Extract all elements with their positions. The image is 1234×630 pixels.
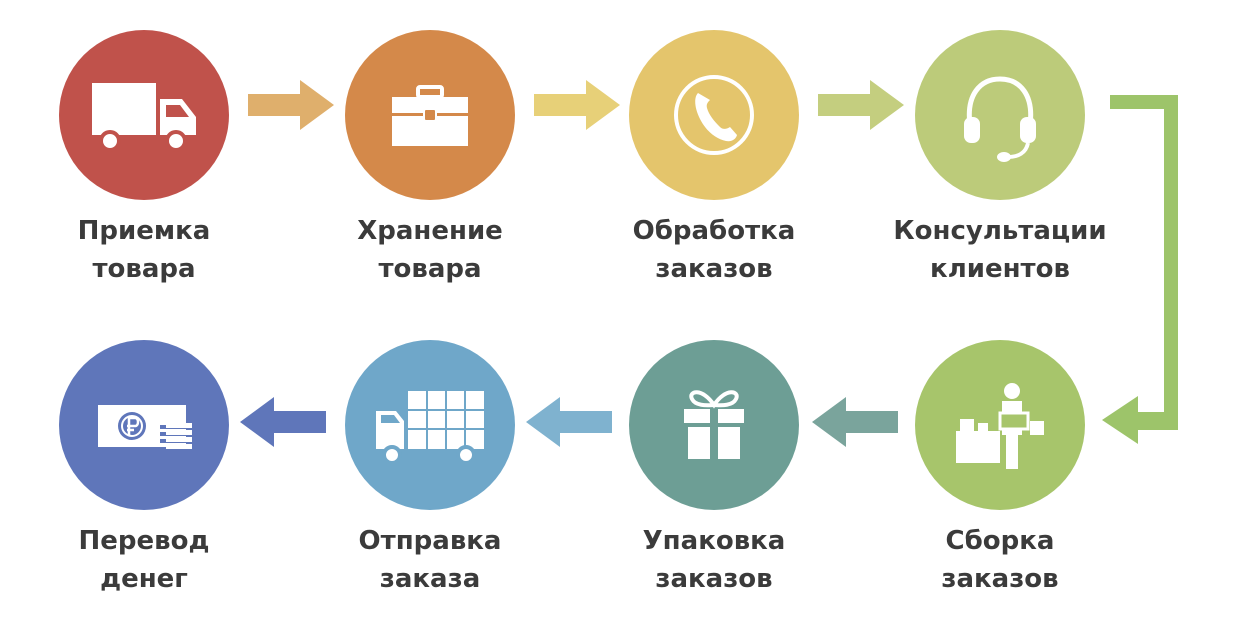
headset-icon [964,76,1036,162]
toolbox-icon [392,85,468,146]
step-upakovka-label: Упаковка заказов [594,522,834,598]
step-obrabotka-label: Обработка заказов [594,212,834,288]
step-hranenie-line2: товара [378,254,482,284]
connector-arrow-shape [1102,95,1178,444]
step-priemka-circle [59,30,229,200]
connector-arrow [1102,95,1178,444]
arrow-2-shape [534,80,620,130]
step-obrabotka: Обработка заказов [594,30,834,320]
step-konsultacii-label: Консультации клиентов [880,212,1120,288]
arrow-7 [240,397,326,447]
step-hranenie-line1: Хранение [357,216,503,246]
step-otpravka: Отправка заказа [310,340,550,630]
arrow-5-shape [812,397,898,447]
step-obrabotka-circle [629,30,799,200]
money-icon [98,405,192,449]
step-perevod-line1: Перевод [78,526,210,556]
step-priemka-line1: Приемка [77,216,211,246]
step-perevod: Перевод денег [24,340,264,630]
step-sborka: Сборка заказов [880,340,1120,630]
arrow-1 [248,80,334,130]
step-perevod-label: Перевод денег [24,522,264,598]
step-konsultacii-line2: клиентов [930,254,1070,284]
step-priemka-label: Приемка товара [24,212,264,288]
step-perevod-circle [59,340,229,510]
step-konsultacii: Консультации клиентов [880,30,1120,320]
step-sborka-line1: Сборка [945,526,1055,556]
arrow-5 [812,397,898,447]
step-sborka-label: Сборка заказов [880,522,1120,598]
loaded-truck-icon [376,391,484,465]
step-sborka-line2: заказов [941,564,1059,594]
arrow-1-shape [248,80,334,130]
step-otpravka-line1: Отправка [358,526,502,556]
step-konsultacii-circle [915,30,1085,200]
step-priemka: Приемка товара [24,30,264,320]
step-sborka-circle [915,340,1085,510]
step-upakovka-line1: Упаковка [642,526,786,556]
step-konsultacii-line1: Консультации [893,216,1107,246]
step-perevod-line2: денег [100,564,188,594]
step-hranenie-circle [345,30,515,200]
arrow-7-shape [240,397,326,447]
step-otpravka-line2: заказа [379,564,481,594]
arrow-3-shape [818,80,904,130]
step-otpravka-circle [345,340,515,510]
packer-icon [956,383,1044,469]
arrow-6 [526,397,612,447]
truck-icon [92,83,196,152]
step-hranenie-label: Хранение товара [310,212,550,288]
step-obrabotka-line2: заказов [655,254,773,284]
step-hranenie: Хранение товара [310,30,550,320]
arrow-6-shape [526,397,612,447]
step-upakovka-circle [629,340,799,510]
step-priemka-line2: товара [92,254,196,284]
arrow-2 [534,80,620,130]
gift-icon [684,390,744,459]
step-upakovka: Упаковка заказов [594,340,834,630]
phone-icon [674,75,754,155]
step-otpravka-label: Отправка заказа [310,522,550,598]
step-obrabotka-line1: Обработка [632,216,796,246]
arrow-3 [818,80,904,130]
step-upakovka-line2: заказов [655,564,773,594]
